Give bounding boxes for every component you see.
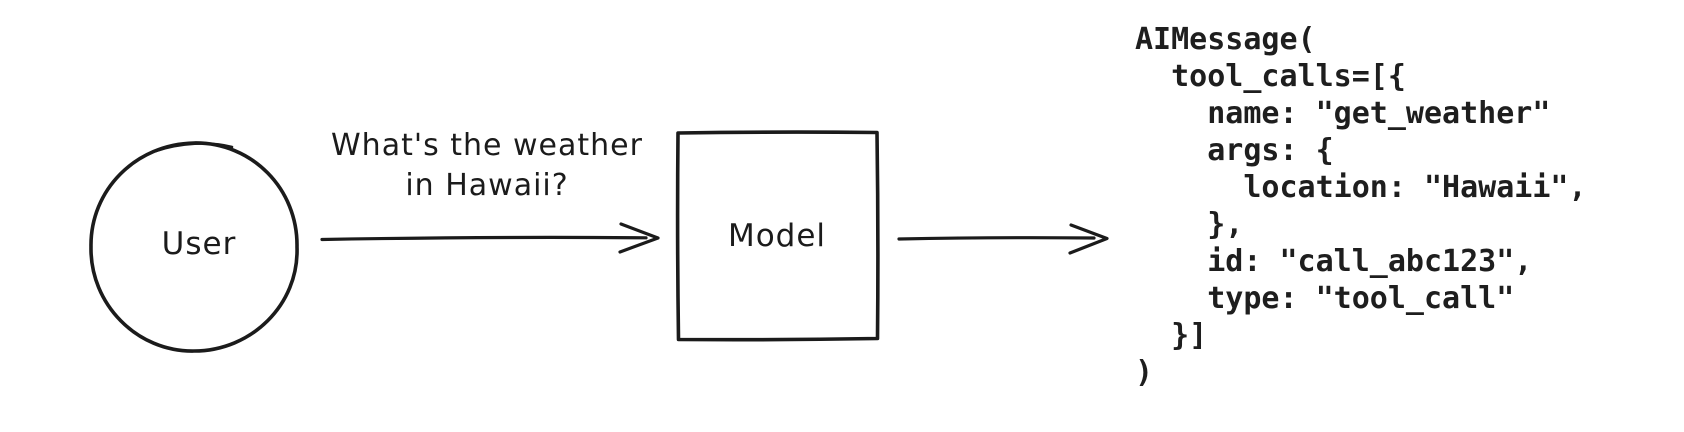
arrow-model-to-output xyxy=(897,236,1096,241)
arrowhead-user-to-model xyxy=(618,222,660,254)
arrowhead-model-to-output xyxy=(1068,223,1109,255)
model-box-shape xyxy=(675,130,880,342)
model-node-label: Model xyxy=(727,218,827,254)
user-message-line2: in Hawaii? xyxy=(405,168,569,203)
user-message-label: What's the weather in Hawaii? xyxy=(322,126,652,206)
user-circle-overlap-stroke xyxy=(154,142,234,153)
user-circle-shape xyxy=(89,141,299,353)
user-node-label: User xyxy=(161,226,237,262)
aimessage-code-block: AIMessage( tool_calls=[{ name: "get_weat… xyxy=(1135,22,1587,390)
user-message-line1: What's the weather xyxy=(331,128,643,163)
arrow-user-to-model xyxy=(320,235,648,242)
